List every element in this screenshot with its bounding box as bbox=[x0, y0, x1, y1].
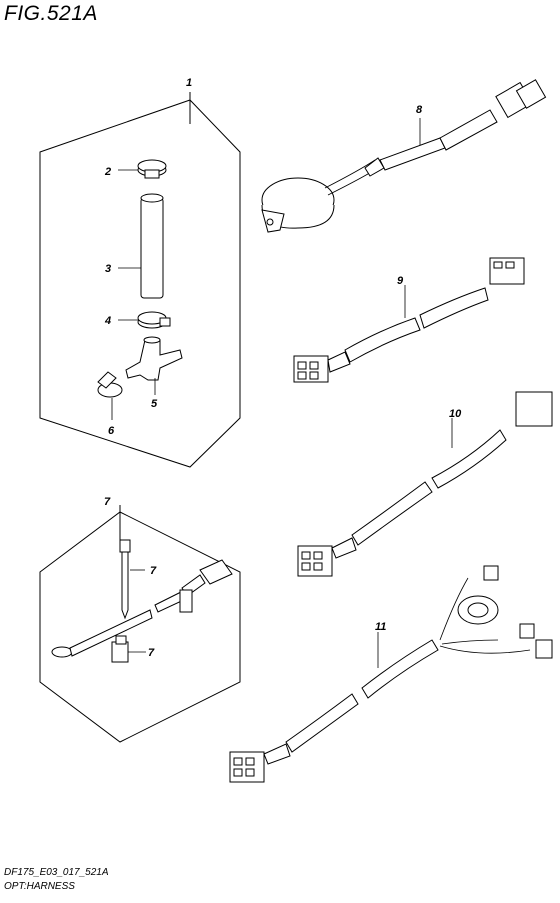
harness-1 bbox=[297, 391, 553, 577]
t-joint-6 bbox=[125, 336, 183, 395]
callout-label: 11 bbox=[375, 621, 386, 633]
harness-2 bbox=[229, 565, 553, 783]
callout-label: 8 bbox=[416, 104, 423, 116]
harness-11 bbox=[293, 257, 525, 383]
callout-label: 7 bbox=[148, 647, 155, 659]
callout-label: 4 bbox=[104, 315, 111, 327]
figure-code: DF175_E03_017_521A bbox=[4, 867, 109, 878]
kit-4-outline bbox=[39, 99, 241, 468]
callout-label: 1 bbox=[186, 77, 192, 89]
figure-caption: OPT:HARNESS bbox=[4, 881, 75, 892]
hose-clamp-middle bbox=[118, 311, 171, 329]
callout-label: 2 bbox=[104, 166, 111, 178]
buzzer-harness-3 bbox=[261, 79, 547, 233]
callout-label: 10 bbox=[449, 408, 462, 420]
callout-label: 3 bbox=[105, 263, 111, 275]
callout-label: 6 bbox=[108, 425, 115, 437]
hose-clamp-top bbox=[118, 159, 167, 179]
connector-10 bbox=[111, 635, 146, 663]
callout-label: 7 bbox=[150, 565, 157, 577]
ground-wire bbox=[51, 559, 233, 658]
cable-tie-9 bbox=[119, 539, 145, 620]
hose-clamp-lower bbox=[97, 371, 123, 420]
callout-label: 5 bbox=[151, 398, 158, 410]
figure-title: FIG.521A bbox=[4, 2, 98, 25]
callout-label: 9 bbox=[397, 275, 404, 287]
kit-8-outline bbox=[39, 511, 241, 743]
callout-label: 7 bbox=[104, 496, 111, 508]
hose-5 bbox=[118, 193, 164, 299]
